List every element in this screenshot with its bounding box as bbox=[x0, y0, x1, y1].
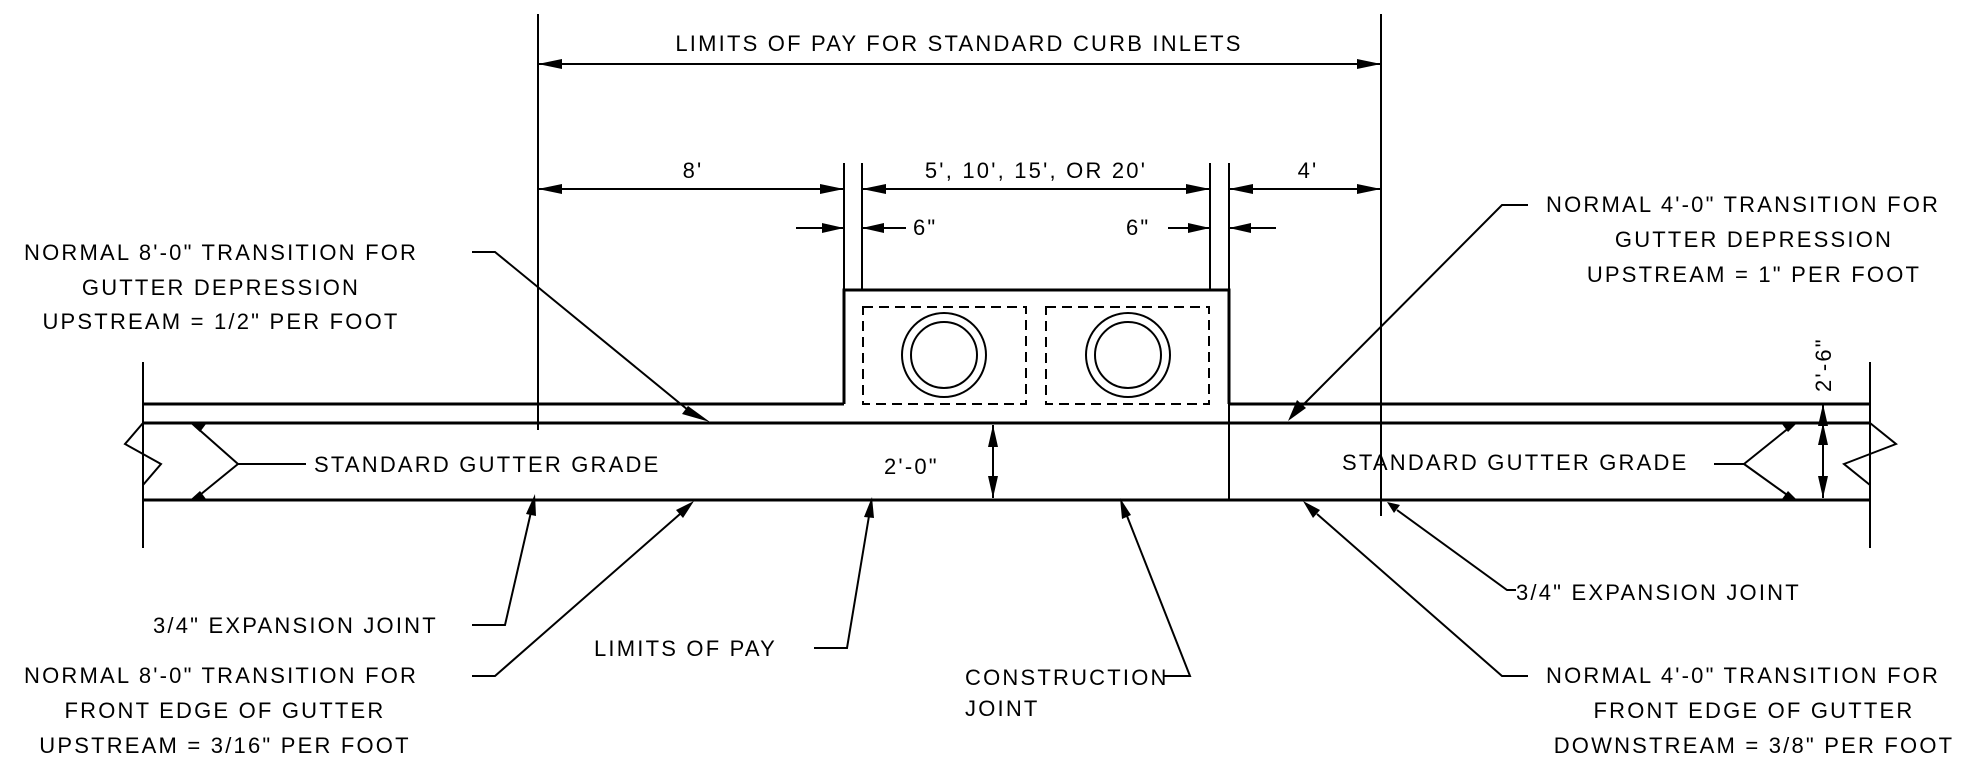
arrowhead bbox=[1120, 498, 1131, 519]
inlet-length-options: 5', 10', 15', OR 20' bbox=[925, 158, 1147, 183]
break-symbol-right bbox=[1844, 423, 1896, 485]
expansion-joint-leader-right bbox=[1397, 510, 1516, 590]
inlet-manhole-right-inner bbox=[1095, 322, 1161, 388]
gutter-depth-label: 2'-0" bbox=[884, 454, 939, 479]
arrowhead bbox=[1186, 184, 1210, 194]
arrowhead bbox=[864, 497, 874, 518]
gutter-grade-leader-right bbox=[1744, 464, 1790, 497]
downstream-gutter-depression-leader bbox=[1302, 205, 1528, 406]
arrowhead bbox=[988, 425, 998, 447]
curb-width-label: 2'-6" bbox=[1811, 337, 1836, 392]
upstream-front-edge-label-line2: FRONT EDGE OF GUTTER bbox=[64, 698, 385, 723]
limits-of-pay-label: LIMITS OF PAY bbox=[594, 636, 777, 661]
expansion-joint-label-right: 3/4" EXPANSION JOINT bbox=[1516, 580, 1801, 605]
arrowhead bbox=[1288, 400, 1306, 421]
gutter-grade-label-left: STANDARD GUTTER GRADE bbox=[314, 452, 660, 477]
inlet-manhole-left-outer bbox=[902, 313, 986, 397]
arrowhead bbox=[1303, 501, 1320, 518]
upstream-gutter-depression-label-line1: NORMAL 8'-0" TRANSITION FOR bbox=[24, 240, 418, 265]
arrowhead bbox=[1188, 223, 1210, 233]
arrowhead bbox=[190, 491, 206, 500]
arrowhead bbox=[1357, 59, 1381, 69]
arrowhead bbox=[1782, 491, 1797, 500]
gutter-grade-leader-left bbox=[195, 426, 238, 464]
arrowhead bbox=[1818, 423, 1828, 445]
downstream-front-edge-label-line3: DOWNSTREAM = 3/8" PER FOOT bbox=[1554, 733, 1955, 758]
construction-joint-label-line2: JOINT bbox=[965, 696, 1040, 721]
upstream-front-edge-leader bbox=[472, 514, 680, 676]
upstream-transition-length: 8' bbox=[683, 158, 704, 183]
arrowhead bbox=[1229, 184, 1253, 194]
arrowhead bbox=[538, 184, 562, 194]
inlet-grate-left bbox=[863, 307, 1026, 404]
downstream-gutter-depression-label-line2: GUTTER DEPRESSION bbox=[1615, 227, 1893, 252]
expansion-joint-label-left: 3/4" EXPANSION JOINT bbox=[153, 613, 438, 638]
downstream-transition-length: 4' bbox=[1298, 158, 1319, 183]
arrowhead bbox=[1387, 502, 1400, 513]
arrowhead bbox=[822, 223, 844, 233]
arrowhead bbox=[820, 184, 844, 194]
limits-of-pay-curb-inlets-label: LIMITS OF PAY FOR STANDARD CURB INLETS bbox=[675, 31, 1242, 56]
gutter-grade-leader-right bbox=[1744, 427, 1790, 464]
gutter-grade-label-right: STANDARD GUTTER GRADE bbox=[1342, 450, 1688, 475]
arrowhead bbox=[190, 423, 206, 432]
right-offset-label: 6" bbox=[1126, 215, 1150, 240]
arrowhead bbox=[862, 184, 886, 194]
expansion-joint-leader-left bbox=[472, 512, 531, 625]
arrowhead bbox=[1357, 184, 1381, 194]
upstream-gutter-depression-label-line2: GUTTER DEPRESSION bbox=[82, 275, 360, 300]
arrowhead bbox=[682, 406, 710, 422]
arrowhead bbox=[676, 501, 694, 518]
arrowhead bbox=[988, 476, 998, 498]
downstream-gutter-depression-label-line1: NORMAL 4'-0" TRANSITION FOR bbox=[1546, 192, 1940, 217]
left-offset-label: 6" bbox=[913, 215, 937, 240]
limits-of-pay-leader bbox=[814, 516, 869, 648]
arrowhead bbox=[1818, 404, 1828, 426]
upstream-front-edge-label-line1: NORMAL 8'-0" TRANSITION FOR bbox=[24, 663, 418, 688]
downstream-front-edge-label-line2: FRONT EDGE OF GUTTER bbox=[1593, 698, 1914, 723]
construction-joint-label-line1: CONSTRUCTION bbox=[965, 665, 1169, 690]
downstream-gutter-depression-label-line3: UPSTREAM = 1" PER FOOT bbox=[1587, 262, 1921, 287]
break-symbol-left bbox=[125, 423, 161, 485]
downstream-front-edge-label-line1: NORMAL 4'-0" TRANSITION FOR bbox=[1546, 663, 1940, 688]
upstream-gutter-depression-label-line3: UPSTREAM = 1/2" PER FOOT bbox=[42, 309, 399, 334]
arrowhead bbox=[1782, 423, 1797, 432]
arrowhead bbox=[1818, 476, 1828, 498]
arrowhead bbox=[538, 59, 562, 69]
upstream-gutter-depression-leader bbox=[472, 252, 688, 410]
gutter-grade-leader-left bbox=[195, 464, 238, 499]
downstream-front-edge-leader bbox=[1317, 514, 1528, 676]
upstream-front-edge-label-line3: UPSTREAM = 3/16" PER FOOT bbox=[39, 733, 411, 758]
inlet-manhole-left-inner bbox=[911, 322, 977, 388]
curb-inlet-outline bbox=[844, 290, 1229, 404]
inlet-grate-right bbox=[1046, 307, 1209, 404]
inlet-manhole-right-outer bbox=[1086, 313, 1170, 397]
arrowhead bbox=[526, 494, 536, 516]
construction-joint-leader bbox=[1127, 516, 1190, 676]
